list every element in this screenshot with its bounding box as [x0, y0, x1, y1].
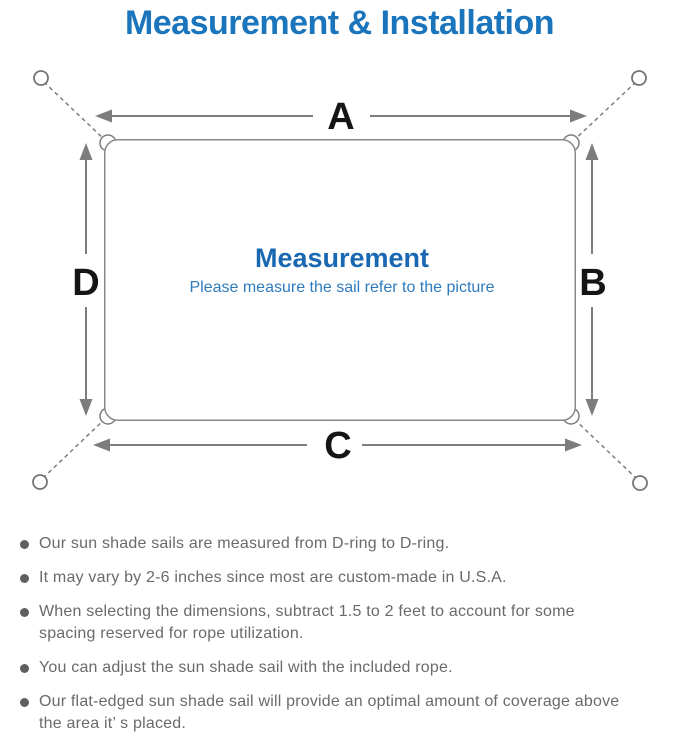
anchor-ring-icon-bottom-right — [632, 475, 648, 491]
arrowhead-right-icon — [565, 438, 582, 452]
bullet-dot-icon — [20, 608, 29, 617]
anchor-ring-icon-bottom-left — [32, 474, 48, 490]
arrowhead-left-icon — [93, 438, 110, 452]
tie-line-bottom-left — [42, 416, 108, 479]
tie-line-top-right — [571, 81, 637, 143]
page-title: Measurement & Installation — [124, 4, 555, 42]
list-item: You can adjust the sun shade sail with t… — [20, 657, 679, 679]
note-text: Our flat-edged sun shade sail will provi… — [39, 693, 620, 732]
tie-line-bottom-right — [571, 416, 638, 480]
list-item: It may vary by 2-6 inches since most are… — [20, 567, 679, 589]
arrowhead-up-icon — [79, 143, 93, 160]
bullet-dot-icon — [20, 574, 29, 583]
arrowhead-up-icon — [585, 143, 599, 160]
note-text: You can adjust the sun shade sail with t… — [39, 659, 453, 676]
dimension-label-c: C — [324, 425, 351, 467]
anchor-ring-icon-top-left — [33, 70, 49, 86]
arrowhead-down-icon — [585, 399, 599, 416]
dimension-label-d: D — [72, 262, 99, 304]
tie-line-top-left — [43, 81, 108, 143]
arrowhead-down-icon — [79, 399, 93, 416]
sail-outline — [104, 139, 576, 421]
dimension-arrow-top — [95, 109, 587, 123]
dimension-arrow-left — [79, 143, 93, 416]
dimension-label-a: A — [327, 96, 354, 138]
list-item: When selecting the dimensions, subtract … — [20, 601, 679, 645]
list-item: Our sun shade sails are measured from D-… — [20, 533, 679, 555]
dimension-label-b: B — [579, 262, 606, 304]
arrowhead-right-icon — [570, 109, 587, 123]
diagram-center-title: Measurement — [255, 243, 429, 273]
dimension-arrow-right — [585, 143, 599, 416]
list-item: Our flat-edged sun shade sail will provi… — [20, 691, 679, 735]
bullet-dot-icon — [20, 540, 29, 549]
note-text: Our sun shade sails are measured from D-… — [39, 535, 450, 552]
diagram-center-subtitle: Please measure the sail refer to the pic… — [189, 279, 494, 296]
bullet-dot-icon — [20, 664, 29, 673]
anchor-ring-icon-top-right — [631, 70, 647, 86]
bullet-dot-icon — [20, 698, 29, 707]
notes-list: Our sun shade sails are measured from D-… — [20, 533, 679, 735]
measurement-diagram: A C D B Measurement Please measure the s… — [0, 44, 679, 509]
dimension-arrow-bottom — [93, 438, 582, 452]
note-text: It may vary by 2-6 inches since most are… — [39, 569, 507, 586]
arrowhead-left-icon — [95, 109, 112, 123]
note-text: When selecting the dimensions, subtract … — [39, 603, 575, 642]
